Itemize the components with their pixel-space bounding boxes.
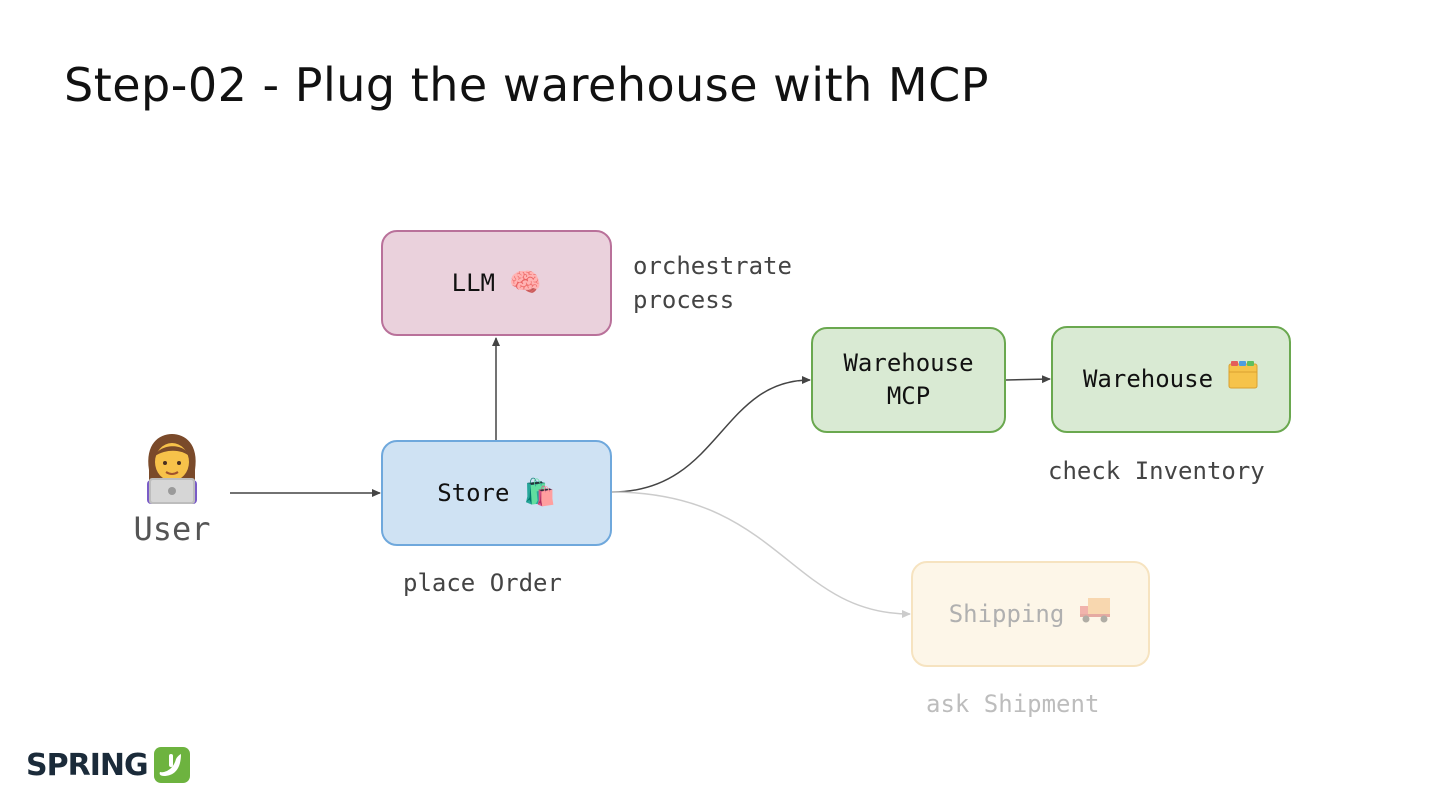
delivery-truck-icon (1078, 596, 1112, 633)
warehouse-mcp-label-line1: Warehouse (843, 349, 974, 377)
shipping-node: Shipping (911, 561, 1150, 667)
warehouse-node: Warehouse (1051, 326, 1291, 433)
orchestrate-label-line1: orchestrate (633, 252, 792, 280)
card-index-dividers-icon (1227, 360, 1259, 399)
spring-logo: SPRING (26, 745, 190, 785)
edge-store-shipping (611, 491, 911, 618)
woman-technologist-icon (147, 434, 197, 504)
llm-label: LLM (451, 268, 495, 297)
store-node: Store 🛍️ (381, 440, 612, 546)
store-label: Store (437, 478, 510, 507)
warehouse-mcp-node: Warehouse MCP (811, 327, 1006, 433)
spring-leaf-icon (153, 747, 190, 783)
place-order-label: place Order (403, 569, 562, 597)
warehouse-mcp-label-line2: MCP (886, 382, 931, 410)
ask-shipment-label: ask Shipment (926, 690, 1100, 718)
brain-icon: 🧠 (508, 267, 542, 298)
orchestrate-process-label: orchestrate process (633, 249, 792, 317)
edge-store-warehouse-mcp (611, 376, 811, 493)
edge-mcp-warehouse (1005, 375, 1051, 384)
orchestrate-label-line2: process (633, 286, 735, 314)
spring-logo-text: SPRING (26, 747, 149, 783)
shipping-label: Shipping (948, 599, 1065, 628)
user-actor: User (126, 430, 218, 548)
warehouse-label: Warehouse (1082, 365, 1214, 393)
user-label: User (133, 510, 211, 548)
shopping-bags-icon: 🛍️ (523, 477, 556, 508)
check-inventory-label: check Inventory (1048, 457, 1265, 485)
llm-node: LLM 🧠 (381, 230, 612, 336)
slide-title: Step-02 - Plug the warehouse with MCP (64, 58, 989, 112)
